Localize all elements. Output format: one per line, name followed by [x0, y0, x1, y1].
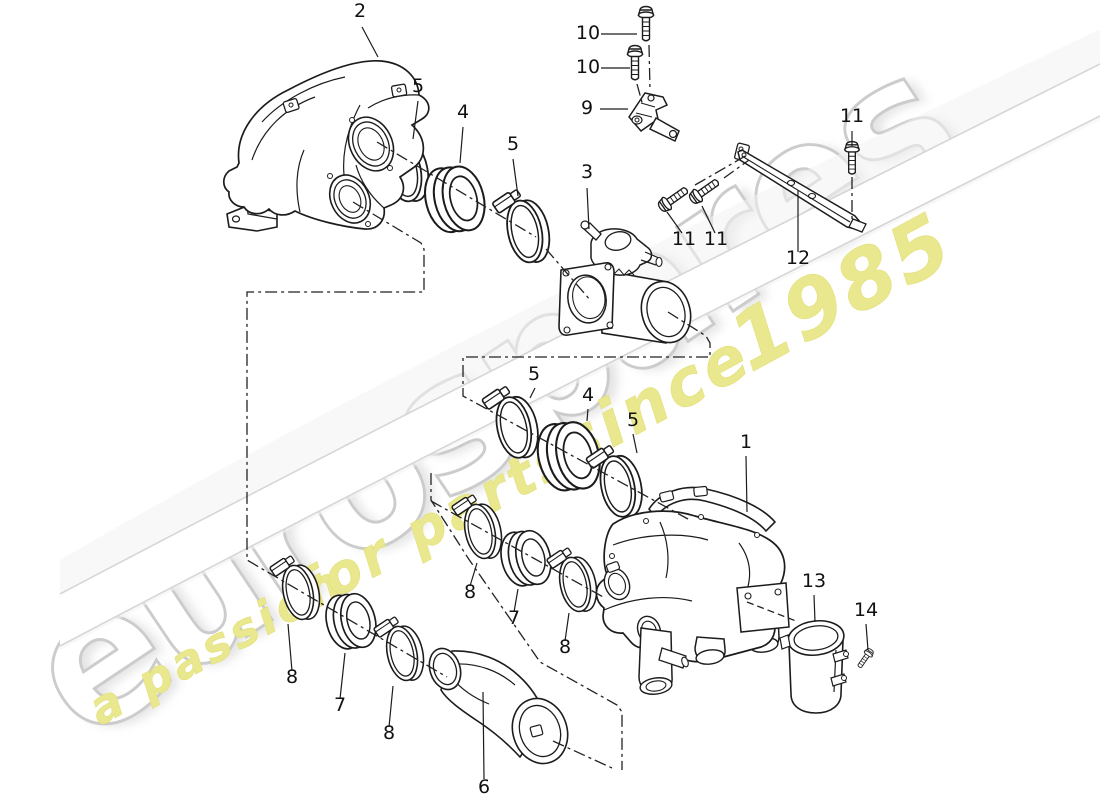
callout-part-7a: 7	[508, 607, 520, 629]
screw-10a	[637, 5, 655, 42]
callout-part-13: 13	[802, 570, 826, 592]
part-9-bracket	[628, 92, 680, 143]
callout-part-12: 12	[786, 247, 810, 269]
callout-part-5d: 5	[627, 409, 639, 431]
callout-part-11a: 11	[672, 228, 696, 250]
manifold-strap	[647, 486, 777, 533]
callout-leaders	[287, 26, 869, 780]
part-1-intake-manifold	[595, 485, 790, 695]
intake-sleeve-7a	[494, 524, 558, 593]
part-3-throttle-body	[558, 220, 692, 344]
part-13-canister	[779, 619, 849, 714]
ref-line-left-branch	[246, 201, 448, 678]
screw-14	[854, 646, 876, 671]
hose-clamp-8d	[370, 609, 429, 687]
ref-line-lower-branch	[430, 473, 623, 770]
callout-part-8a: 8	[464, 581, 476, 603]
callout-labels: 2 5 4 5 10 10 9 3 11 11 11 12 5 4 5 1 8 …	[286, 0, 878, 798]
ref-line-pipe-end	[552, 740, 613, 769]
callout-part-8c: 8	[286, 666, 298, 688]
part-12-support-strip	[734, 142, 867, 233]
callout-part-10a: 10	[576, 22, 600, 44]
callout-part-11b: 11	[704, 228, 728, 250]
manifold-mount-plate	[736, 582, 790, 633]
callout-part-5b: 5	[507, 133, 519, 155]
part-6-air-pipe	[428, 647, 569, 765]
ref-line-plate-canister	[746, 601, 797, 622]
callout-part-7b: 7	[334, 694, 346, 716]
callout-part-14: 14	[854, 599, 878, 621]
callout-part-4a: 4	[457, 101, 469, 123]
callout-part-11c: 11	[840, 105, 864, 127]
callout-part-5c: 5	[528, 363, 540, 385]
ref-axis-middle-cluster	[430, 500, 606, 599]
callout-part-5a: 5	[412, 75, 424, 97]
callout-part-8b: 8	[559, 636, 571, 658]
callout-part-2: 2	[354, 0, 366, 22]
screw-10b	[626, 44, 644, 81]
ref-line-screws-10	[636, 44, 651, 107]
intake-sleeve-4a	[417, 158, 492, 241]
callout-part-3: 3	[581, 161, 593, 183]
outlet-port-lower	[328, 174, 372, 224]
assembly-reference-lines	[246, 44, 853, 770]
ref-axis-top-cluster	[376, 141, 592, 302]
outlet-port-upper	[347, 116, 395, 172]
hose-clamp-5b	[488, 181, 556, 270]
part-2-air-distributor	[222, 59, 430, 232]
callout-part-1: 1	[740, 431, 752, 453]
callout-part-9: 9	[581, 97, 593, 119]
callout-part-10b: 10	[576, 56, 600, 78]
callout-part-8d: 8	[383, 722, 395, 744]
ref-line-middle-branch	[462, 311, 711, 520]
watermark: eurospares eurospares a passion for part…	[0, 11, 1100, 783]
callout-part-6: 6	[478, 776, 490, 798]
ref-line-screws-11	[694, 154, 750, 186]
callout-part-4b: 4	[582, 384, 594, 406]
